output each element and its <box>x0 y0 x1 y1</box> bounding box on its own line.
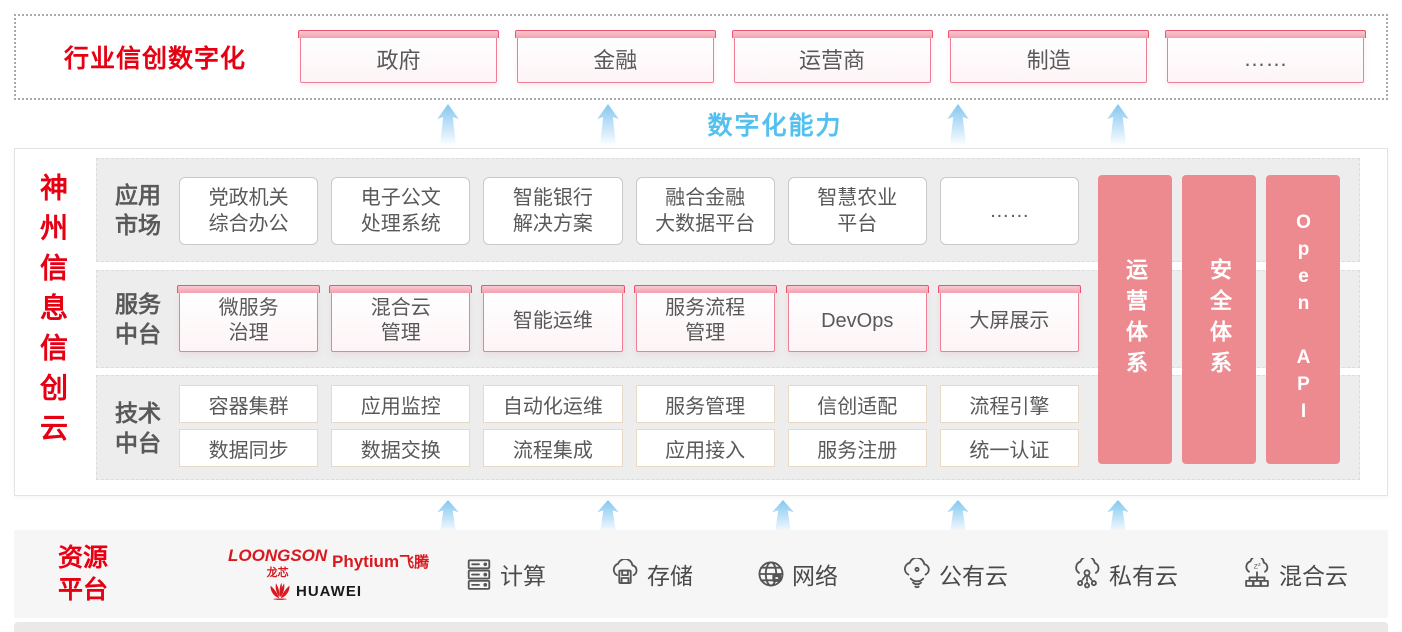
service-items: 微服务 治理 混合云 管理 智能运维 服务流程 管理 DevOps 大屏展示 <box>176 285 1082 352</box>
up-arrow-icon <box>437 104 459 146</box>
capability-label: 数字化能力 <box>707 112 843 140</box>
hybrid-cloud-icon: Z z <box>1245 558 1269 587</box>
resource-item-label: 私有云 <box>1109 563 1178 589</box>
app-item-gov-office[interactable]: 党政机关 综合办公 <box>179 177 319 245</box>
tech-item-app-access[interactable]: 应用接入 <box>635 429 775 467</box>
app-market-label: 应用 市场 <box>115 182 161 238</box>
resource-item-compute[interactable]: 计算 <box>464 557 546 591</box>
huawei-wordmark: HUAWEI <box>296 582 362 600</box>
app-market-band: 应用 市场 党政机关 综合办公 电子公文 处理系统 智能银行 解决方案 融合金融… <box>96 158 1360 262</box>
up-arrow-icon <box>947 104 969 146</box>
app-item-more[interactable]: …… <box>939 177 1079 245</box>
side-bar-open-api[interactable]: Open API <box>1266 175 1340 464</box>
svg-text:Z: Z <box>1254 563 1258 570</box>
up-arrow-icon <box>947 500 969 534</box>
resource-item-private-cloud[interactable]: 私有云 <box>1071 557 1178 591</box>
resource-item-storage[interactable]: 存储 <box>609 557 693 591</box>
tech-item-data-exchange[interactable]: 数据交换 <box>331 429 471 467</box>
resource-item-label: 混合云 <box>1279 563 1348 589</box>
resource-item-public-cloud[interactable]: 公有云 <box>901 557 1008 591</box>
app-item-smart-agriculture[interactable]: 智慧农业 平台 <box>787 177 927 245</box>
up-arrow-icon <box>1107 500 1129 534</box>
service-item-smart-ops[interactable]: 智能运维 <box>481 285 625 352</box>
tech-items-top: 容器集群 应用监控 自动化运维 服务管理 信创适配 流程引擎 <box>179 385 1079 423</box>
side-bar-security-label: 安全体系 <box>1207 257 1232 382</box>
industry-items: 政府 金融 运营商 制造 …… <box>298 16 1366 98</box>
tech-item-auto-ops[interactable]: 自动化运维 <box>483 385 623 423</box>
svg-text:z: z <box>1258 562 1261 568</box>
tech-band-label: 技术 中台 <box>115 399 161 456</box>
up-arrow-icon <box>437 500 459 534</box>
tech-item-app-monitoring[interactable]: 应用监控 <box>331 385 471 423</box>
tech-item-service-mgmt[interactable]: 服务管理 <box>635 385 775 423</box>
storage-cloud-icon <box>612 559 638 585</box>
resource-platform-label: 资源 平台 <box>58 544 109 604</box>
tech-item-data-sync[interactable]: 数据同步 <box>179 429 319 467</box>
tech-item-process-engine[interactable]: 流程引擎 <box>939 385 1079 423</box>
side-bar-security-system[interactable]: 安全体系 <box>1182 175 1256 464</box>
up-arrow-icon <box>1107 104 1129 146</box>
tech-item-xinchuang-adapt[interactable]: 信创适配 <box>787 385 927 423</box>
industry-item-more[interactable]: …… <box>1165 30 1366 83</box>
phytium-wordmark: Phytium <box>332 552 400 571</box>
service-item-microservice[interactable]: 微服务 治理 <box>176 285 321 352</box>
industry-item-government[interactable]: 政府 <box>298 30 499 83</box>
huawei-logo: HUAWEI <box>269 582 362 600</box>
tech-item-service-registry[interactable]: 服务注册 <box>787 429 927 467</box>
bottom-layer-strip <box>14 622 1388 632</box>
network-globe-icon <box>758 561 784 587</box>
huawei-flower-icon <box>270 582 290 600</box>
private-cloud-icon <box>1075 558 1100 589</box>
resource-item-network[interactable]: 网络 <box>756 557 838 591</box>
resource-platform-panel: 资源 平台 LOONGSON 龙芯 Phytium飞腾 <box>14 530 1388 618</box>
industry-item-telecom[interactable]: 运营商 <box>731 30 933 83</box>
loongson-logo: LOONGSON 龙芯 <box>228 546 327 580</box>
app-market-items: 党政机关 综合办公 电子公文 处理系统 智能银行 解决方案 融合金融 大数据平台… <box>179 177 1079 245</box>
loongson-wordmark: LOONGSON <box>228 546 328 565</box>
app-item-edoc-system[interactable]: 电子公文 处理系统 <box>331 177 471 245</box>
side-bar-operation-label: 运营体系 <box>1123 257 1148 382</box>
tech-items-bottom: 数据同步 数据交换 流程集成 应用接入 服务注册 统一认证 <box>179 429 1079 467</box>
service-item-hybrid-cloud-mgmt[interactable]: 混合云 管理 <box>329 285 473 352</box>
side-bar-operation-system[interactable]: 运营体系 <box>1098 175 1172 464</box>
up-arrow-icon <box>772 500 794 534</box>
tech-item-unified-auth[interactable]: 统一认证 <box>939 429 1079 467</box>
public-cloud-icon <box>904 558 930 589</box>
app-item-smart-banking[interactable]: 智能银行 解决方案 <box>483 177 623 245</box>
platform-title-vertical: 神州信息信创云 <box>37 173 68 453</box>
service-item-big-screen[interactable]: 大屏展示 <box>937 285 1082 352</box>
service-band-label: 服务 中台 <box>115 291 161 347</box>
phytium-cn: 飞腾 <box>399 554 430 571</box>
compute-server-icon <box>467 559 491 590</box>
up-arrow-icon <box>597 104 619 146</box>
resource-item-label: 公有云 <box>939 563 1008 589</box>
tech-item-process-integration[interactable]: 流程集成 <box>483 429 623 467</box>
resource-items: 计算 存储 <box>464 530 1348 618</box>
resource-item-label: 存储 <box>647 563 693 589</box>
resource-item-label: 网络 <box>792 563 838 589</box>
industry-item-finance[interactable]: 金融 <box>514 30 716 83</box>
vendor-logos: LOONGSON 龙芯 Phytium飞腾 HUAWEI <box>214 538 434 612</box>
industry-banner-title: 行业信创数字化 <box>64 45 247 73</box>
phytium-logo: Phytium飞腾 <box>332 551 429 572</box>
industry-banner: 行业信创数字化 政府 金融 运营商 制造 …… <box>14 14 1388 100</box>
service-item-devops[interactable]: DevOps <box>785 285 930 352</box>
resource-item-label: 计算 <box>500 563 546 589</box>
service-item-process-mgmt[interactable]: 服务流程 管理 <box>633 285 777 352</box>
side-bar-open-api-label: Open API <box>1293 211 1314 428</box>
tech-item-container-cluster[interactable]: 容器集群 <box>179 385 319 423</box>
resource-item-hybrid-cloud[interactable]: Z z 混合云 <box>1241 557 1348 591</box>
app-item-finance-bigdata[interactable]: 融合金融 大数据平台 <box>635 177 775 245</box>
loongson-cn: 龙芯 <box>266 567 289 579</box>
industry-item-manufacturing[interactable]: 制造 <box>948 30 1150 83</box>
up-arrow-icon <box>597 500 619 534</box>
